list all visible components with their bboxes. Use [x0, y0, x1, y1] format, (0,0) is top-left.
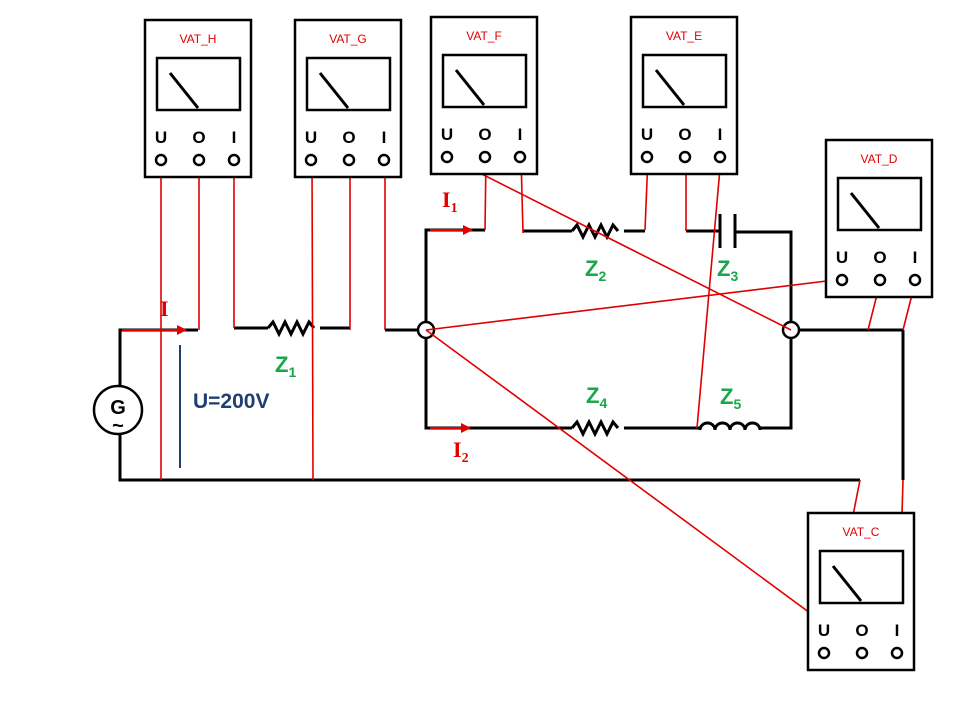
- generator-symbol: G: [110, 397, 126, 419]
- terminal-u[interactable]: [304, 153, 318, 167]
- terminal-u[interactable]: [640, 150, 654, 164]
- current-label-i2: I2: [453, 437, 469, 466]
- meter-vat-e: VAT_E U O I: [629, 15, 739, 176]
- label-z2: Z2: [585, 256, 606, 284]
- terminal-u[interactable]: [817, 646, 831, 660]
- meter-vat-g: VAT_G U O I: [293, 18, 403, 179]
- meter-display: [441, 53, 528, 109]
- meter-needle: [454, 69, 486, 106]
- meter-needle: [318, 72, 350, 109]
- meter-display: [836, 176, 923, 232]
- meter-name: VAT_D: [861, 152, 898, 166]
- wire-branch1-left: [424, 228, 485, 322]
- terminal-label: O: [873, 248, 886, 267]
- terminal-i[interactable]: [713, 150, 727, 164]
- terminal-label: O: [192, 128, 205, 147]
- meter-name: VAT_G: [329, 32, 367, 46]
- terminal-o[interactable]: [873, 273, 887, 287]
- terminal-i[interactable]: [890, 646, 904, 660]
- ac-symbol: ~: [112, 415, 124, 437]
- inductor-z5: [698, 421, 762, 431]
- meter-vat-d: VAT_D U O I: [824, 138, 934, 299]
- terminal-i[interactable]: [908, 273, 922, 287]
- main-circuit-wires: [118, 214, 905, 482]
- terminal-i[interactable]: [377, 153, 391, 167]
- terminal-label: I: [718, 125, 723, 144]
- meter-needle: [654, 69, 686, 106]
- terminal-label: O: [678, 125, 691, 144]
- meter-name: VAT_C: [843, 525, 880, 539]
- terminal-label: O: [342, 128, 355, 147]
- current-label-i1: I1: [442, 187, 458, 216]
- terminal-o[interactable]: [478, 150, 492, 164]
- terminal-u[interactable]: [835, 273, 849, 287]
- meter-vat-h: VAT_H U O I: [143, 18, 253, 179]
- terminal-label: O: [478, 125, 491, 144]
- label-z3: Z3: [717, 256, 738, 284]
- terminal-u[interactable]: [154, 153, 168, 167]
- current-label-i: I: [160, 296, 169, 321]
- terminal-u[interactable]: [440, 150, 454, 164]
- terminal-label: I: [913, 248, 918, 267]
- ac-generator: G ~: [92, 384, 144, 437]
- terminal-i[interactable]: [227, 153, 241, 167]
- generator-circle: [92, 384, 144, 436]
- meter-display: [155, 56, 242, 112]
- terminal-o[interactable]: [342, 153, 356, 167]
- wire-branch2-left: [424, 338, 572, 430]
- meter-name: VAT_F: [466, 29, 502, 43]
- meter-display: [305, 56, 392, 112]
- terminal-o[interactable]: [192, 153, 206, 167]
- voltage-label: U=200V: [193, 390, 269, 413]
- terminal-label: U: [155, 128, 167, 147]
- wire-z5-right: [760, 338, 793, 430]
- terminal-label: I: [232, 128, 237, 147]
- terminal-label: U: [641, 125, 653, 144]
- meter-name: VAT_H: [180, 32, 217, 46]
- terminal-o[interactable]: [855, 646, 869, 660]
- terminal-label: U: [441, 125, 453, 144]
- terminal-label: U: [305, 128, 317, 147]
- meter-display: [641, 53, 728, 109]
- meter-needle: [849, 192, 881, 229]
- terminal-label: I: [382, 128, 387, 147]
- meter-display: [818, 549, 905, 605]
- terminal-label: U: [818, 621, 830, 640]
- meter-vat-f: VAT_F U O I: [429, 15, 539, 176]
- resistor-z4: [570, 418, 620, 438]
- terminal-o[interactable]: [678, 150, 692, 164]
- meter-name: VAT_E: [666, 29, 702, 43]
- terminal-i[interactable]: [513, 150, 527, 164]
- capacitor-z3: [718, 214, 737, 248]
- label-z5: Z5: [720, 384, 741, 412]
- terminal-label: I: [518, 125, 523, 144]
- meter-vat-c: VAT_C U O I: [806, 511, 916, 672]
- wire-z3-right: [735, 230, 793, 322]
- terminal-label: O: [855, 621, 868, 640]
- label-z1: Z1: [275, 352, 296, 380]
- label-z4: Z4: [586, 383, 607, 411]
- wire-return-bottom: [118, 434, 860, 482]
- wire-source-top: [118, 328, 198, 386]
- terminal-label: U: [836, 248, 848, 267]
- resistor-z1: [266, 318, 316, 338]
- terminal-label: I: [895, 621, 900, 640]
- meter-needle: [168, 72, 200, 109]
- meter-needle: [831, 565, 863, 602]
- resistor-z2: [570, 221, 620, 241]
